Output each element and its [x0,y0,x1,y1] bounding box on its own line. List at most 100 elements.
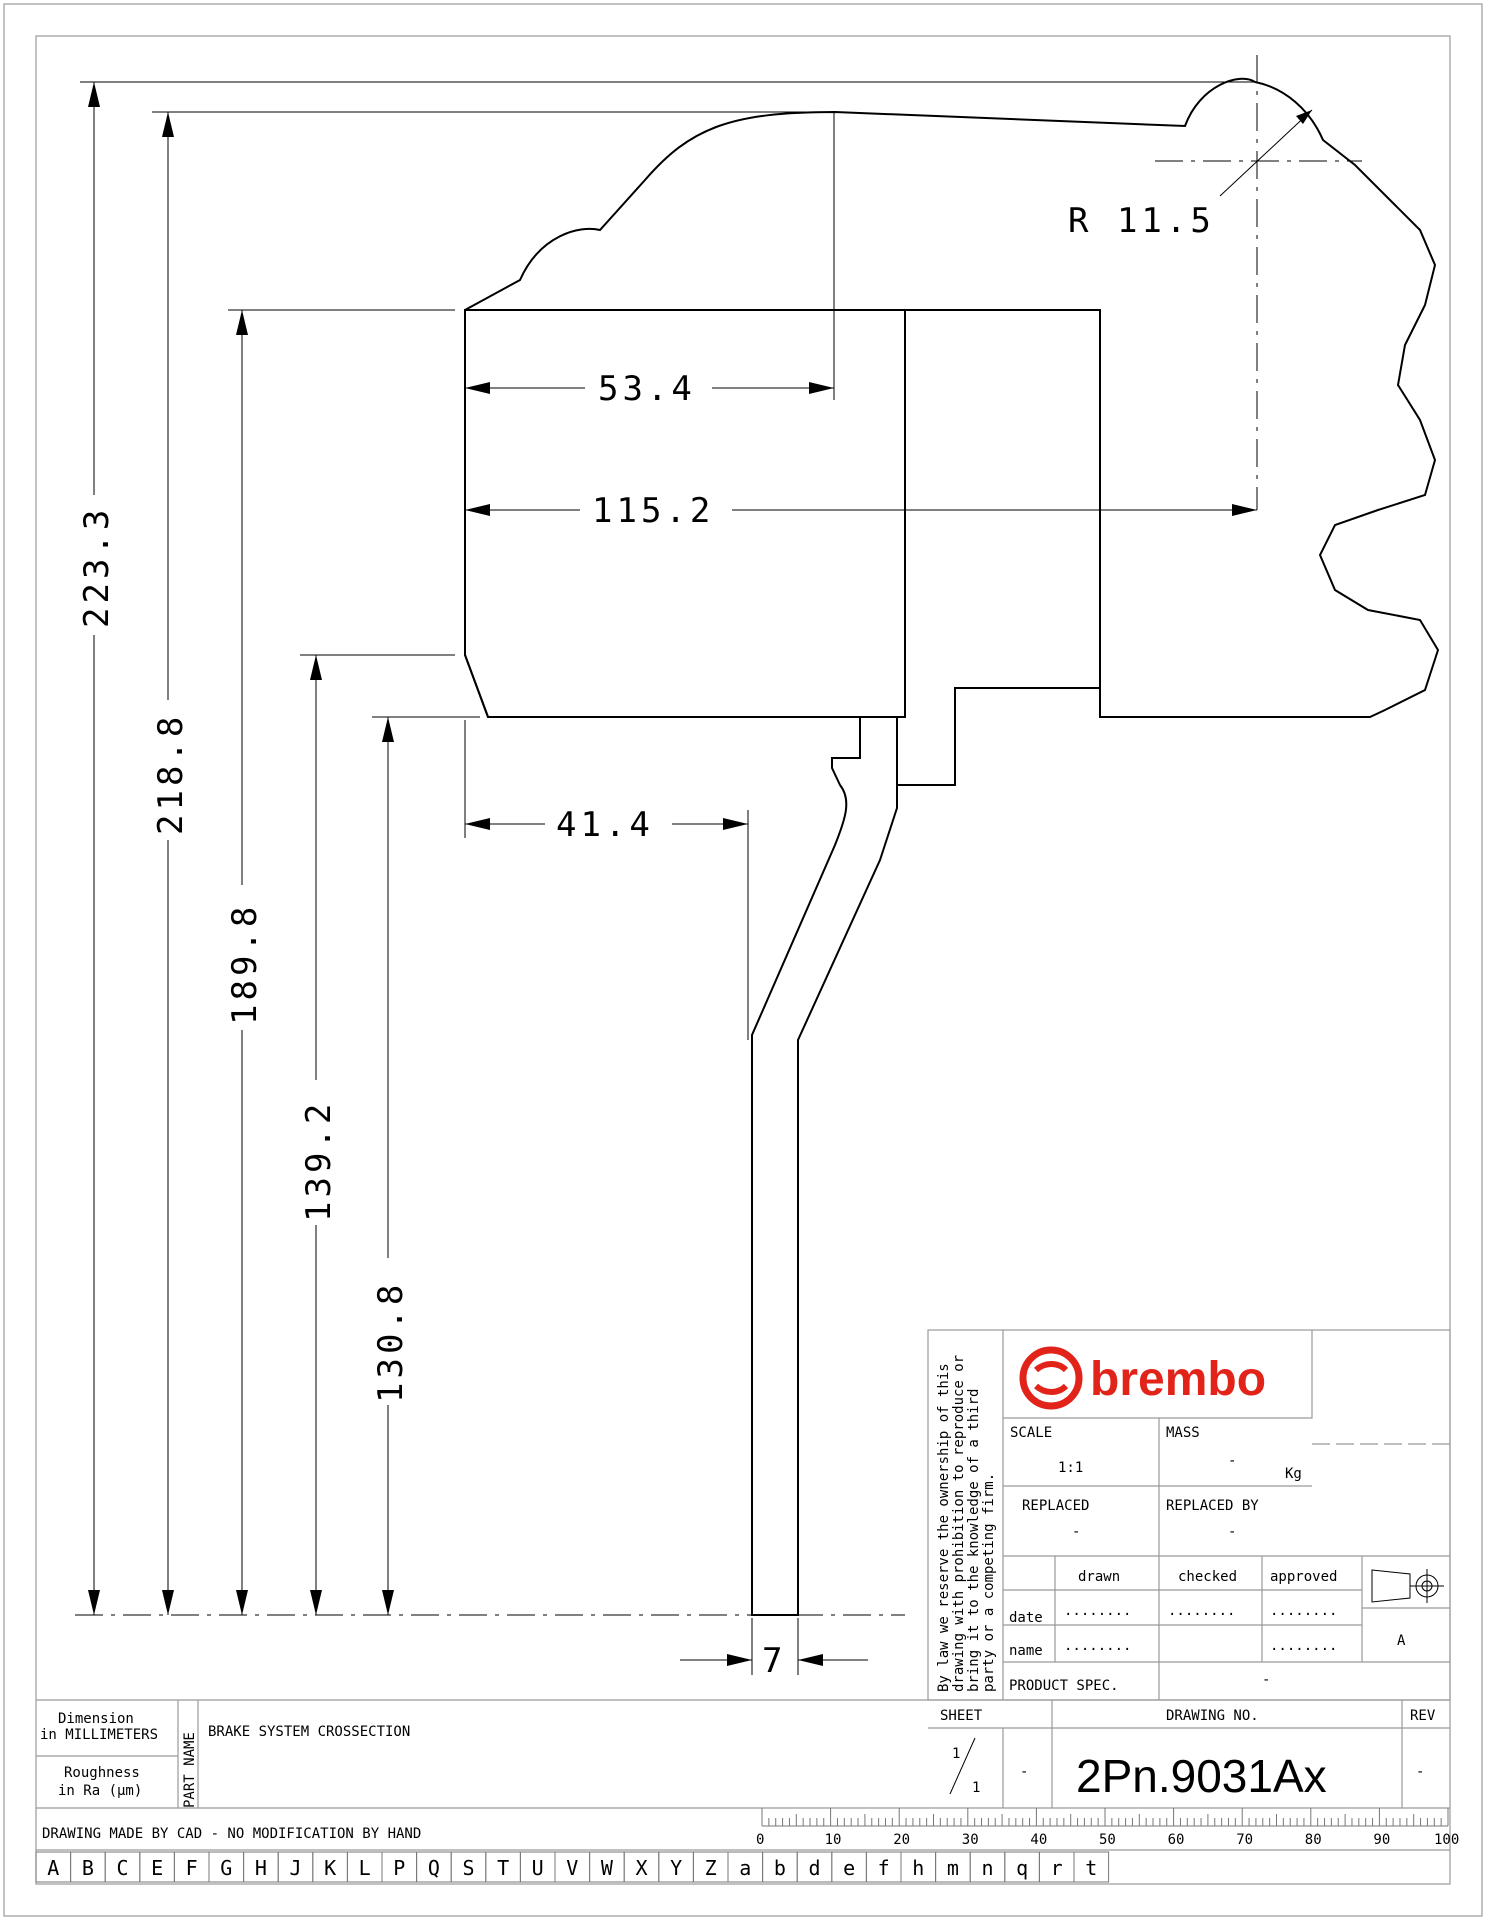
piston-cavity [904,309,1101,717]
grid-letter: n [981,1856,993,1880]
dim-41-4: 41.4 [556,805,654,845]
notice-line-4: party or a competing firm. [981,1473,997,1692]
dim-115-2: 115.2 [592,491,714,531]
sheet-label: SHEET [940,1708,983,1724]
bracket-outline [751,717,898,1616]
ownership-notice: By law we reserve the ownership of this … [936,1355,997,1692]
sheet-dash: - [1020,1764,1028,1780]
product-spec-label: PRODUCT SPEC. [1009,1678,1119,1694]
ruler-label: 100 [1434,1832,1459,1848]
grid-letter: J [289,1856,301,1880]
grid-letter: e [843,1856,855,1880]
replaced-label: REPLACED [1022,1498,1089,1514]
grid-letter: F [186,1856,198,1880]
dim-115-2-line [465,504,1257,516]
grid-letter: q [1016,1856,1028,1880]
dim-53-4: 53.4 [598,369,696,409]
dim-218-8-line [152,111,834,1615]
grid-letter: U [532,1856,544,1880]
notice-line-1: By law we reserve the ownership of this [936,1363,952,1692]
grid-letter: G [220,1856,232,1880]
date-checked: ........ [1168,1603,1235,1619]
ruler-label: 70 [1236,1832,1253,1848]
grid-letter: m [947,1856,959,1880]
scale-value: 1:1 [1058,1460,1083,1476]
col-approved: approved [1270,1569,1337,1585]
col-drawn: drawn [1078,1569,1120,1585]
ruler-label: 30 [962,1832,979,1848]
replaced-by-value: - [1228,1524,1236,1540]
dim-53-4-line [465,112,835,400]
name-approved: ........ [1270,1638,1337,1654]
date-drawn: ........ [1064,1603,1131,1619]
ruler-label: 90 [1373,1832,1390,1848]
scale-label: SCALE [1010,1425,1052,1441]
name-drawn: ........ [1064,1638,1131,1654]
grid-letter: A [47,1856,59,1880]
roughness-line-1: Roughness [64,1765,140,1781]
part-name: BRAKE SYSTEM CROSSECTION [208,1724,410,1740]
revision-mark: A [1397,1633,1406,1649]
grid-letter: X [635,1856,647,1880]
grid-letter: S [462,1856,474,1880]
grid-letter: h [912,1856,924,1880]
brand-name: brembo [1090,1353,1266,1406]
mass-label: MASS [1166,1425,1200,1441]
bottom-left-block [36,1699,1450,1851]
radius-label: R 11.5 [1068,201,1215,241]
date-approved: ........ [1270,1603,1337,1619]
drawing-border [35,35,1451,1885]
grid-letter: Y [670,1856,682,1880]
product-spec-value: - [1262,1672,1270,1688]
grid-letter: T [497,1856,509,1880]
grid-cell [1073,1851,1110,1883]
dim-7: 7 [762,1641,786,1681]
grid-letter: W [601,1856,614,1880]
rev-label: REV [1410,1708,1436,1724]
grid-letter: P [393,1856,405,1880]
dim-218-8: 218.8 [151,713,191,835]
grid-letter: C [116,1856,128,1880]
dim-223-3-line [80,81,1257,1615]
grid-letter: V [566,1856,578,1880]
radius-detail [1155,55,1362,510]
sheet-slash [949,1737,976,1795]
row-name: name [1009,1643,1043,1659]
drawing-no-label: DRAWING NO. [1166,1708,1259,1724]
cad-note: DRAWING MADE BY CAD - NO MODIFICATION BY… [42,1826,421,1842]
col-checked: checked [1178,1569,1237,1585]
grid-letter: K [324,1856,336,1880]
drawing-number: 2Pn.9031Ax [1076,1750,1327,1802]
dim-41-4-line [464,720,749,1040]
grid-letter: a [739,1856,751,1880]
bracket-step [897,687,1101,786]
grid-letter: f [878,1856,890,1880]
grid-letter: b [774,1856,786,1880]
part-name-label: PART NAME [182,1732,198,1808]
grid-letter: L [359,1856,371,1880]
mass-unit: Kg [1285,1466,1302,1482]
roughness-line-2: in Ra (µm) [58,1783,142,1799]
dim-223-3: 223.3 [77,506,117,628]
grid-letter: E [151,1856,163,1880]
dim-189-8-line [228,309,455,1615]
ruler-label: 40 [1030,1832,1047,1848]
ruler-label: 0 [756,1832,764,1848]
dim-139-2: 139.2 [299,1100,339,1222]
replaced-by-label: REPLACED BY [1166,1498,1259,1514]
sheet-number: 1 [952,1746,960,1762]
dim-139-2-line [300,654,455,1615]
ruler-label: 50 [1099,1832,1116,1848]
dim-189-8: 189.8 [225,903,265,1025]
notice-line-3: bring it to the knowledge of a third [966,1389,982,1692]
grid-letter: H [255,1856,267,1880]
outer-frame [3,3,1483,1917]
ruler-label: 10 [825,1832,842,1848]
grid-letter: r [1051,1856,1063,1880]
dim-7-line [680,1618,868,1675]
ruler-label: 80 [1305,1832,1322,1848]
notice-line-2: drawing with prohibition to reproduce or [951,1355,967,1692]
